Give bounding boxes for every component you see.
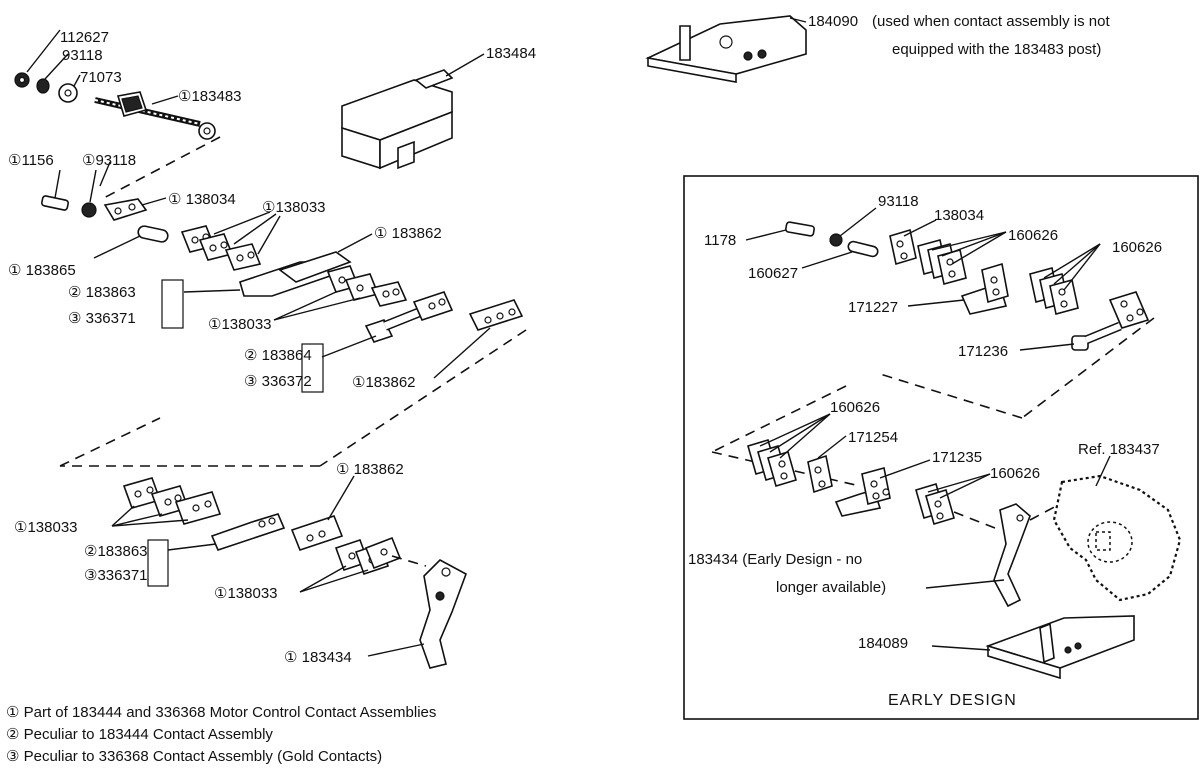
legend-note-1: ① Part of 183444 and 336368 Motor Contro… (6, 704, 436, 721)
upper-contacts: ①138033 ① 183862 ② 183863 ③ 336371 ①1380… (59, 199, 527, 467)
contacts-160626-c (747, 439, 797, 487)
label-336371-b: ③336371 (84, 567, 148, 584)
option-bracket-b (301, 343, 324, 393)
label-183483: ①183483 (178, 88, 242, 105)
label-93118-top: 93118 (62, 47, 103, 64)
label-171254: 171254 (848, 429, 898, 446)
bracket-184090: 184090 (used when contact assembly is no… (645, 13, 1110, 83)
note-184090-line1: (used when contact assembly is not (872, 13, 1110, 30)
legend-note-3: ③ Peculiar to 336368 Contact Assembly (G… (6, 748, 382, 765)
lever-183434 (419, 559, 467, 669)
note-184090-line2: equipped with the 183483 post) (892, 41, 1101, 58)
plate-138034-e (889, 228, 917, 266)
contacts-160626-d (915, 483, 955, 525)
label-138033-b: ①138033 (208, 316, 272, 333)
label-184090: 184090 (808, 13, 858, 30)
label-171235: 171235 (932, 449, 982, 466)
label-93118-e: 93118 (878, 193, 919, 210)
spring-183862-b (468, 299, 524, 331)
label-183863-b: ②183863 (84, 543, 148, 560)
label-183862-c: ① 183862 (336, 461, 404, 478)
label-ref-183437: Ref. 183437 (1078, 441, 1160, 458)
lower-left-cluster: ①138033 ②183863 ③336371 ① 183862 ①13 (14, 461, 467, 669)
label-183862-a: ① 183862 (374, 225, 442, 242)
contact-138033-a3 (224, 243, 262, 271)
plate-138034 (103, 198, 148, 221)
screw-1156 (41, 195, 69, 211)
contact-138033-c1 (122, 477, 162, 509)
washer-93118-e (829, 233, 843, 247)
bushing-183865 (137, 225, 169, 243)
label-336372: ③ 336372 (244, 373, 312, 390)
label-183863-a: ② 183863 (68, 284, 136, 301)
label-171236: 171236 (958, 343, 1008, 360)
label-93118-b: ①93118 (82, 152, 136, 169)
option-bracket-c (147, 539, 169, 587)
label-183865: ① 183865 (8, 262, 76, 279)
label-138033-a: ①138033 (262, 199, 326, 216)
screw-1178 (785, 221, 815, 237)
lever-183434-e (993, 503, 1031, 608)
label-1156: ①1156 (8, 152, 54, 169)
contacts-160626-b (1029, 267, 1079, 315)
label-171227: 171227 (848, 299, 898, 316)
spring-183862-c (290, 515, 344, 551)
contact-138033-b3 (370, 281, 408, 307)
label-183434: ① 183434 (284, 649, 352, 666)
label-183862-b: ①183862 (352, 374, 416, 391)
label-71073: 71073 (80, 69, 122, 86)
washer-93118 (36, 78, 50, 94)
contacts-160626-a (917, 239, 967, 285)
label-138033-c: ①138033 (14, 519, 78, 536)
early-design-border (683, 175, 1199, 720)
contact-138033-c3 (174, 491, 222, 525)
post-183483 (94, 91, 201, 127)
bushing-160627 (847, 240, 879, 258)
ref-183437-outline (1052, 474, 1182, 602)
option-bracket-a (161, 279, 184, 329)
label-138034: ① 138034 (168, 191, 236, 208)
top-hardware: 112627 93118 71073 ①183483 (14, 29, 242, 201)
label-160626-d: 160626 (990, 465, 1040, 482)
spring-183862-a (278, 251, 352, 283)
spring-171235 (834, 467, 891, 517)
spring-183864 (364, 291, 454, 343)
label-184089: 184089 (858, 635, 908, 652)
label-138033-d: ①138033 (214, 585, 278, 602)
early-design-caption: EARLY DESIGN (888, 692, 1017, 709)
label-160627: 160627 (748, 265, 798, 282)
plate-171254 (807, 454, 833, 494)
label-336371-a: ③ 336371 (68, 310, 136, 327)
label-160626-a: 160626 (1008, 227, 1058, 244)
spring-171236 (1071, 291, 1150, 351)
spring-171227 (960, 262, 1009, 315)
spring-183863-b (210, 513, 286, 551)
label-1178: 1178 (704, 232, 736, 249)
legend-note-2: ② Peculiar to 183444 Contact Assembly (6, 726, 273, 743)
label-112627: 112627 (60, 29, 109, 46)
label-160626-c: 160626 (830, 399, 880, 416)
bracket-184089 (985, 615, 1135, 680)
screw-group: ①1156 ①93118 ① 138034 ① 183865 (8, 152, 236, 279)
cover-183484: 183484 (341, 45, 536, 170)
label-183434-e-line2: longer available) (776, 579, 886, 596)
label-183434-e-line1: 183434 (Early Design - no (688, 551, 862, 568)
label-183484: 183484 (486, 45, 536, 62)
label-138034-e: 138034 (934, 207, 984, 224)
washer-93118-b (81, 202, 97, 218)
legend: ① Part of 183444 and 336368 Motor Contro… (6, 704, 436, 765)
early-design-frame: 1178 93118 160627 138034 160626 171227 (683, 175, 1199, 720)
label-183864: ② 183864 (244, 347, 312, 364)
label-160626-b: 160626 (1112, 239, 1162, 256)
contact-138033-b2 (344, 273, 380, 301)
